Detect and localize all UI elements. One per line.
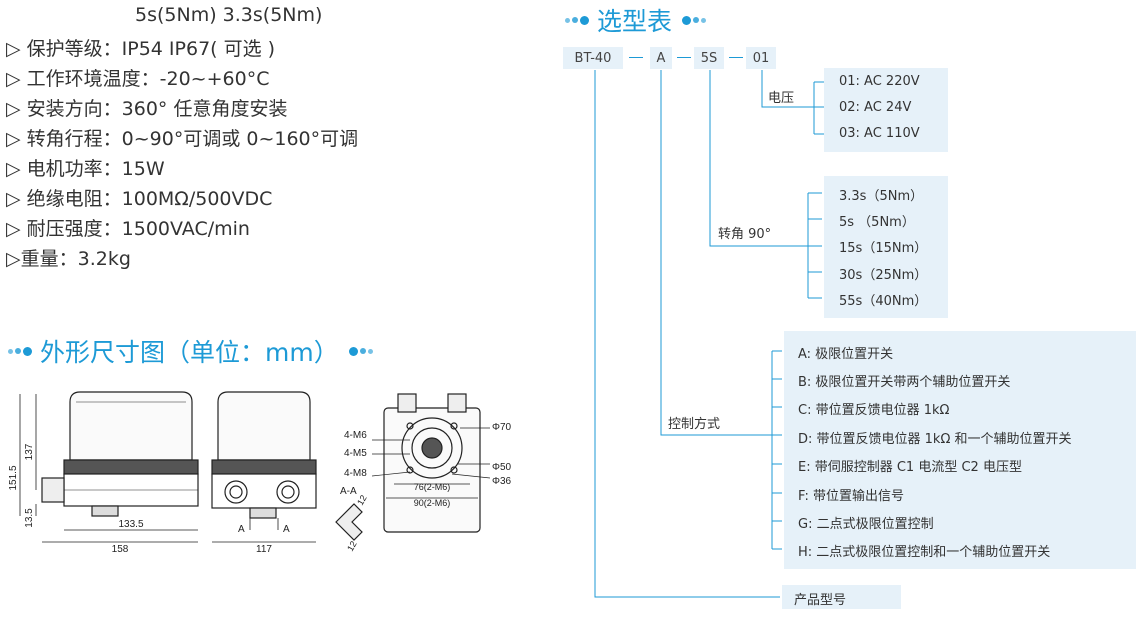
section-mark-a-right: A (283, 524, 290, 535)
rotation-option: 15s（15Nm） (839, 241, 928, 256)
dim-front-inner-width: 133.5 (118, 519, 143, 530)
spec-item: ▷ 转角行程：0~90°可调或 0~160°可调 (6, 128, 359, 150)
bottom-view (371, 393, 491, 533)
section-dim-2: 12 (345, 539, 359, 553)
dim-4-m6: 4-M6 (344, 430, 367, 441)
control-option: E: 带伺服控制器 C1 电流型 C2 电压型 (798, 460, 1022, 475)
bullet-dots-icon (8, 346, 32, 356)
voltage-option: 03: AC 110V (839, 126, 920, 141)
control-option: A: 极限位置开关 (798, 347, 894, 362)
spec-item: ▷ 电机功率：15W (6, 158, 165, 180)
spec-item: ▷ 绝缘电阻：100MΩ/500VDC (6, 188, 273, 210)
dim-4-m5: 4-M5 (344, 448, 367, 459)
control-option: G: 二点式极限位置控制 (798, 517, 934, 532)
control-option: D: 带位置反馈电位器 1kΩ 和一个辅助位置开关 (798, 432, 1072, 447)
spec-item: ▷ 工作环境温度：-20~+60°C (6, 68, 270, 90)
bullet-dots-icon (348, 346, 373, 356)
spec-item: ▷ 安装方向：360° 任意角度安装 (6, 98, 288, 120)
dim-front-total-width: 158 (112, 544, 129, 555)
model-label-box (782, 585, 901, 609)
code-voltage: 01 (746, 47, 776, 69)
front-view (19, 391, 199, 543)
rotation-option: 5s （5Nm） (839, 215, 915, 230)
rotation-option: 3.3s（5Nm） (839, 189, 924, 204)
control-option: C: 带位置反馈电位器 1kΩ (798, 403, 950, 418)
dim-phi36: Φ36 (492, 476, 512, 487)
code-dash (729, 57, 743, 58)
side-view (211, 391, 317, 543)
control-option: F: 带位置输出信号 (798, 489, 904, 504)
dim-front-base-height: 13.5 (24, 508, 35, 528)
code-dash (677, 57, 691, 58)
rotation-option: 55s（40Nm） (839, 294, 928, 309)
spec-item: ▷重量：3.2kg (6, 248, 131, 270)
bullet-dots-icon (682, 15, 707, 25)
dim-4-m8: 4-M8 (344, 468, 367, 479)
rotation-option: 30s（25Nm） (839, 268, 928, 283)
section-aa-view (335, 503, 363, 541)
control-options-box (784, 331, 1136, 569)
dimension-drawing: 151.5 137 13.5 133.5 158 A A 117 (8, 391, 512, 555)
code-model: BT-40 (563, 47, 623, 69)
dim-side-width: 117 (256, 544, 272, 555)
voltage-options-box (824, 68, 948, 152)
dim-phi70: Φ70 (492, 422, 512, 433)
control-label: 控制方式 (668, 417, 721, 432)
code-dash (629, 57, 643, 58)
code-control: A (650, 47, 672, 69)
dim-phi50: Φ50 (492, 462, 512, 473)
rotation-label: 转角 90° (718, 227, 772, 242)
spec-item: ▷ 保护等级：IP54 IP67( 可选 ) (6, 38, 276, 60)
section-aa-label: A-A (340, 486, 357, 497)
section-dim-1: 12 (355, 493, 369, 507)
selection-title-text: 选型表 (597, 7, 673, 36)
voltage-label: 电压 (768, 91, 795, 106)
control-option: H: 二点式极限位置控制和一个辅助位置开关 (798, 545, 1051, 560)
dim-front-total-height: 151.5 (8, 465, 19, 490)
dim-76-2-m6: 76(2-M6) (414, 482, 451, 492)
rotation-options-box (824, 176, 948, 318)
spec-torque-line: 5s(5Nm) 3.3s(5Nm) (135, 4, 323, 26)
dim-front-body-height: 137 (24, 443, 35, 460)
voltage-option: 02: AC 24V (839, 100, 912, 115)
dimension-section-title: 外形尺寸图（单位：mm） (8, 333, 373, 369)
spec-item: ▷ 耐压强度：1500VAC/min (6, 218, 250, 240)
selection-section-title: 选型表 (565, 2, 707, 38)
dim-90-2-m6: 90(2-M6) (414, 498, 451, 508)
section-mark-a-left: A (238, 524, 245, 535)
model-label: 产品型号 (794, 593, 847, 608)
code-time: 5S (694, 47, 724, 69)
voltage-option: 01: AC 220V (839, 74, 920, 89)
control-option: B: 极限位置开关带两个辅助位置开关 (798, 375, 1011, 390)
dimension-title-text: 外形尺寸图（单位：mm） (40, 338, 339, 367)
bullet-dots-icon (565, 15, 589, 25)
